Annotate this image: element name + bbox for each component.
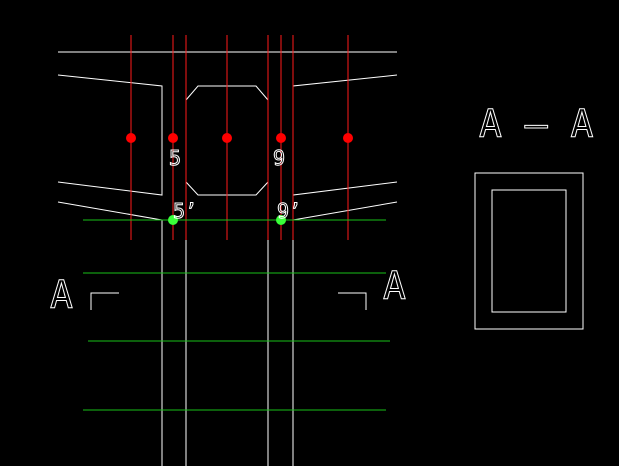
section-view-title: A – A (479, 102, 594, 146)
green-points (168, 215, 286, 225)
red-point-1[interactable] (126, 133, 136, 143)
green-point-5-prime[interactable] (168, 215, 178, 225)
left-lower-diagonal (57, 201, 163, 221)
section-marker-right: A (383, 264, 406, 308)
label-point-5-prime: 5’ (173, 199, 197, 223)
section-arrow-right-icon (338, 292, 367, 310)
section-view-inner-rect (491, 189, 567, 313)
red-point-5[interactable] (168, 133, 178, 143)
label-point-9: 9 (273, 146, 285, 170)
label-point-9-prime: 9’ (277, 199, 301, 223)
red-point-3[interactable] (222, 133, 232, 143)
red-reference-lines (130, 35, 349, 240)
red-point-7[interactable] (343, 133, 353, 143)
section-markers: A A A – A (50, 102, 595, 318)
point-labels: 5 9 5’ 9’ (169, 146, 302, 224)
section-marker-left: A (50, 273, 73, 317)
white-linework (57, 51, 584, 466)
section-view-outer-rect (474, 172, 584, 330)
green-point-9-prime[interactable] (276, 215, 286, 225)
left-upper-profile (57, 74, 163, 196)
green-reference-lines (83, 219, 390, 411)
red-points (126, 133, 353, 143)
red-point-9[interactable] (276, 133, 286, 143)
section-arrow-left-icon (90, 292, 119, 310)
right-lower-diagonal (292, 201, 398, 221)
label-point-5: 5 (169, 146, 181, 170)
